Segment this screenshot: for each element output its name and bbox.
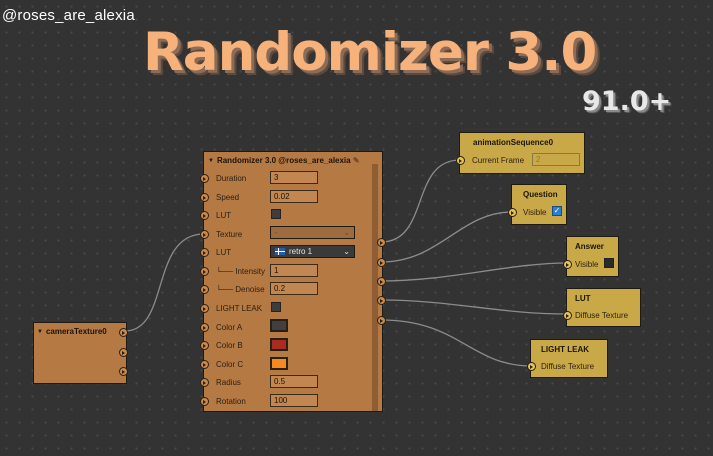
camera-output-port-3[interactable]	[119, 367, 128, 376]
radius-input[interactable]: 0.5	[270, 375, 318, 388]
question-visible-checkbox[interactable]: ✓	[552, 206, 562, 216]
output-port-4[interactable]	[377, 296, 386, 305]
camera-texture-node[interactable]: ▼cameraTexture0	[33, 322, 128, 384]
question-node[interactable]: Question Visible ✓	[508, 184, 567, 225]
color-c-port[interactable]	[200, 360, 209, 369]
lut-node-title: LUT	[575, 294, 591, 303]
lut-select-port[interactable]	[200, 248, 209, 257]
page-title: Randomizer 3.0	[143, 22, 597, 83]
color-c-label: Color C	[216, 360, 244, 369]
duration-port[interactable]	[200, 174, 209, 183]
light-leak-node[interactable]: LIGHT LEAK Diffuse Texture	[527, 339, 608, 378]
chevron-down-icon: ⌄	[343, 247, 350, 256]
lut-diffuse-label: Diffuse Texture	[575, 311, 629, 320]
texture-dropdown[interactable]: -⌄	[270, 226, 355, 239]
speed-input[interactable]: 0.02	[270, 190, 318, 203]
color-b-label: Color B	[216, 341, 243, 350]
wire-to-question-visible	[380, 211, 513, 263]
speed-port[interactable]	[200, 193, 209, 202]
output-port-5[interactable]	[377, 316, 386, 325]
denoise-label: └── Denoise	[216, 285, 265, 294]
output-port-3[interactable]	[377, 277, 386, 286]
light-leak-diffuse-label: Diffuse Texture	[541, 362, 595, 371]
texture-port[interactable]	[200, 230, 209, 239]
denoise-port[interactable]	[200, 285, 209, 294]
chevron-down-icon: ⌄	[343, 228, 350, 237]
question-visible-port[interactable]	[508, 208, 517, 217]
creator-watermark: @roses_are_alexia	[2, 7, 135, 24]
question-node-title: Question	[523, 190, 558, 199]
light-leak-node-title: LIGHT LEAK	[541, 345, 589, 354]
light-leak-port[interactable]	[200, 304, 209, 313]
duration-input[interactable]: 3	[270, 171, 318, 184]
intensity-port[interactable]	[200, 267, 209, 276]
node-scrollbar[interactable]	[372, 164, 378, 411]
duration-label: Duration	[216, 174, 247, 183]
denoise-input[interactable]: 0.2	[270, 282, 318, 295]
camera-node-title: ▼cameraTexture0	[37, 327, 107, 336]
question-visible-label: Visible	[523, 208, 547, 217]
lut-select-dropdown[interactable]: retro 1⌄	[270, 245, 355, 258]
anim-node-title: animationSequence0	[473, 138, 554, 147]
output-port-2[interactable]	[377, 258, 386, 267]
color-a-swatch[interactable]	[270, 319, 288, 332]
current-frame-input[interactable]: 2	[532, 153, 580, 166]
answer-node[interactable]: Answer Visible	[563, 236, 619, 277]
lut-toggle-label: LUT	[216, 211, 232, 220]
radius-label: Radius	[216, 378, 241, 387]
color-a-label: Color A	[216, 323, 243, 332]
current-frame-port[interactable]	[456, 156, 465, 165]
lut-select-label: LUT	[216, 248, 232, 257]
texture-label: Texture	[216, 230, 243, 239]
animation-sequence-node[interactable]: animationSequence0 Current Frame 2	[456, 132, 585, 174]
version-badge: 91.0+	[582, 86, 672, 117]
lut-toggle-port[interactable]	[200, 211, 209, 220]
rotation-input[interactable]: 100	[270, 394, 318, 407]
flag-icon	[275, 248, 285, 255]
light-leak-diffuse-port[interactable]	[527, 362, 536, 371]
output-port-1[interactable]	[377, 238, 386, 247]
rotation-label: Rotation	[216, 397, 246, 406]
pencil-icon[interactable]: ✎	[352, 156, 360, 165]
lut-toggle-checkbox[interactable]	[271, 209, 281, 219]
rotation-port[interactable]	[200, 397, 209, 406]
wire-to-current-frame	[380, 159, 461, 243]
wire-to-answer-visible	[380, 262, 568, 282]
wire-camera-to-texture	[124, 233, 205, 332]
camera-output-port-2[interactable]	[119, 348, 128, 357]
color-c-swatch[interactable]	[270, 357, 288, 370]
color-b-port[interactable]	[200, 341, 209, 350]
wire-to-lightleak-diffuse	[380, 319, 533, 367]
answer-node-title: Answer	[575, 242, 604, 251]
randomizer-node-title: ▼Randomizer 3.0 @roses_are_alexia ✎	[208, 156, 360, 165]
wire-to-lut-diffuse	[380, 299, 568, 315]
answer-visible-port[interactable]	[563, 260, 572, 269]
answer-visible-checkbox[interactable]	[604, 258, 614, 268]
speed-label: Speed	[216, 193, 240, 202]
current-frame-label: Current Frame	[472, 156, 525, 165]
intensity-label: └── Intensity	[216, 267, 266, 276]
lut-diffuse-port[interactable]	[563, 311, 572, 320]
color-b-swatch[interactable]	[270, 338, 288, 351]
answer-visible-label: Visible	[575, 260, 599, 269]
intensity-input[interactable]: 1	[270, 264, 318, 277]
radius-port[interactable]	[200, 378, 209, 387]
camera-output-port-1[interactable]	[119, 328, 128, 337]
lut-node[interactable]: LUT Diffuse Texture	[563, 288, 641, 327]
randomizer-node[interactable]: ▼Randomizer 3.0 @roses_are_alexia ✎ Dura…	[200, 151, 386, 412]
light-leak-label: LIGHT LEAK	[216, 304, 263, 313]
light-leak-checkbox[interactable]	[271, 302, 281, 312]
color-a-port[interactable]	[200, 323, 209, 332]
